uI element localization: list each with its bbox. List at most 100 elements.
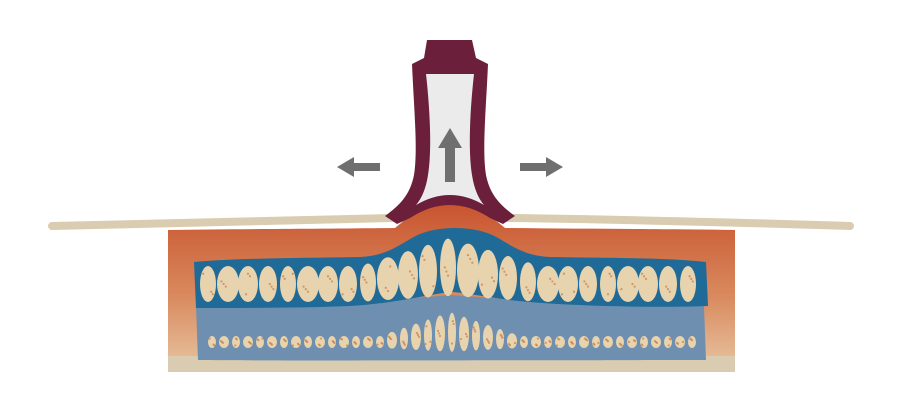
upper-fat-cell-speckle bbox=[410, 273, 414, 277]
lower-fat-cell-speckle bbox=[534, 343, 538, 346]
upper-fat-cell bbox=[659, 266, 677, 302]
upper-fat-cell-speckle bbox=[446, 274, 450, 277]
upper-fat-cell-speckle bbox=[631, 282, 634, 286]
lower-fat-cell-speckle bbox=[402, 340, 405, 343]
lower-fat-cell-speckle bbox=[592, 342, 595, 345]
lower-fat-cell-speckle bbox=[296, 342, 300, 345]
lower-fat-cell-speckle bbox=[366, 337, 370, 340]
lower-fat-cell-speckle bbox=[474, 330, 477, 333]
upper-fat-cell-speckle bbox=[445, 270, 448, 273]
upper-fat-cell-speckle bbox=[666, 288, 670, 291]
upper-fat-cell-speckle bbox=[423, 258, 426, 261]
upper-fat-cell-speckle bbox=[282, 275, 285, 278]
upper-fat-cell bbox=[360, 263, 376, 302]
upper-fat-cell bbox=[377, 257, 399, 301]
upper-fat-cell-speckle bbox=[642, 275, 646, 278]
lower-fat-cell bbox=[459, 316, 469, 352]
lower-fat-cell bbox=[616, 336, 624, 348]
upper-fat-cell bbox=[520, 262, 536, 302]
lower-fat-cell-speckle bbox=[653, 340, 657, 343]
lower-fat-cell-speckle bbox=[234, 344, 237, 347]
lower-fat-cell-speckle bbox=[465, 335, 469, 338]
lower-fat-cell-speckle bbox=[212, 343, 215, 346]
upper-fat-cell-speckle bbox=[490, 276, 494, 279]
upper-fat-cell-speckle bbox=[330, 280, 334, 283]
lower-fat-cell-speckle bbox=[667, 344, 670, 347]
lower-fat-cell-speckle bbox=[425, 325, 428, 328]
lower-fat-cell-speckle bbox=[436, 329, 440, 332]
lower-fat-cell-speckle bbox=[536, 337, 540, 340]
lower-fat-cell bbox=[376, 336, 384, 348]
lower-fat-cell bbox=[627, 336, 637, 348]
lower-fat-cell bbox=[400, 327, 408, 350]
lower-fat-cell bbox=[315, 336, 325, 348]
lower-fat-cell-speckle bbox=[304, 339, 307, 342]
upper-fat-cell-speckle bbox=[246, 272, 250, 275]
upper-fat-cell-speckle bbox=[365, 281, 368, 284]
upper-fat-cell bbox=[419, 244, 437, 298]
upper-fat-cell-speckle bbox=[620, 288, 623, 291]
lower-fat-cell bbox=[411, 323, 421, 351]
lower-fat-cell bbox=[688, 336, 696, 348]
lower-fat-cell-speckle bbox=[485, 338, 489, 341]
upper-fat-cell-speckle bbox=[224, 285, 227, 288]
lower-fat-cell-speckle bbox=[437, 332, 441, 335]
lower-fat-cell-speckle bbox=[556, 337, 560, 340]
lower-fat-cell bbox=[640, 336, 648, 348]
lower-fat-cell bbox=[531, 336, 541, 348]
upper-fat-cell-speckle bbox=[690, 277, 693, 280]
upper-fat-cell-speckle bbox=[270, 285, 273, 288]
lower-fat-cell bbox=[280, 336, 288, 348]
lower-fat-cell-speckle bbox=[499, 333, 502, 336]
upper-fat-cell-speckle bbox=[644, 277, 648, 280]
upper-fat-cell-speckle bbox=[386, 289, 390, 293]
upper-fat-cell-speckle bbox=[526, 288, 530, 292]
upper-fat-cell-speckle bbox=[272, 288, 275, 291]
upper-fat-cell bbox=[339, 266, 357, 302]
upper-fat-cell-speckle bbox=[268, 282, 271, 286]
upper-fat-cell bbox=[499, 256, 517, 300]
lower-fat-cell-speckle bbox=[429, 340, 432, 343]
upper-fat-cell-speckle bbox=[408, 270, 412, 273]
lower-fat-cell bbox=[664, 336, 672, 348]
upper-fat-cell-speckle bbox=[412, 277, 416, 280]
upper-fat-cell-speckle bbox=[583, 280, 586, 283]
lower-fat-cell-speckle bbox=[317, 343, 321, 346]
lower-fat-cell-speckle bbox=[513, 341, 517, 345]
lower-fat-cell-speckle bbox=[291, 344, 295, 347]
lower-fat-cell-speckle bbox=[268, 341, 272, 344]
lower-fat-cell-speckle bbox=[675, 341, 679, 344]
lower-fat-cell-speckle bbox=[282, 338, 286, 341]
lower-fat-cell bbox=[579, 336, 589, 348]
upper-fat-cell-speckle bbox=[665, 285, 668, 288]
upper-fat-cell bbox=[579, 266, 597, 302]
lower-fat-cell-speckle bbox=[256, 338, 259, 341]
upper-fat-cell bbox=[638, 266, 658, 302]
upper-fat-cell-speckle bbox=[608, 272, 611, 275]
upper-fat-cell-speckle bbox=[688, 275, 691, 278]
upper-fat-cell-speckle bbox=[480, 283, 484, 286]
upper-fat-cell bbox=[217, 266, 239, 302]
upper-fat-cells bbox=[200, 238, 696, 302]
upper-fat-cell-speckle bbox=[443, 266, 446, 269]
upper-fat-cell-speckle bbox=[492, 280, 496, 283]
lower-fat-cell-speckle bbox=[234, 337, 238, 340]
lower-fat-cell-speckle bbox=[380, 341, 383, 344]
lower-fat-cell bbox=[363, 336, 373, 348]
lower-fat-cell-speckle bbox=[415, 331, 419, 335]
lower-fat-cell bbox=[232, 336, 240, 348]
lower-fat-cell-speckle bbox=[438, 334, 442, 338]
upper-fat-cell-speckle bbox=[389, 265, 392, 268]
upper-fat-cell-speckle bbox=[384, 286, 387, 289]
lower-fat-cell bbox=[328, 336, 336, 348]
upper-fat-cell bbox=[200, 266, 216, 302]
lower-fat-cell bbox=[544, 336, 552, 348]
lower-fat-cell-speckle bbox=[604, 338, 608, 341]
upper-fat-cell bbox=[600, 266, 616, 302]
upper-fat-cell-speckle bbox=[291, 272, 294, 275]
lower-fat-cell-speckle bbox=[416, 333, 420, 337]
lower-fat-cell bbox=[219, 336, 229, 348]
lower-fat-cell-speckle bbox=[208, 337, 211, 340]
spread-arrow-right bbox=[520, 157, 563, 177]
